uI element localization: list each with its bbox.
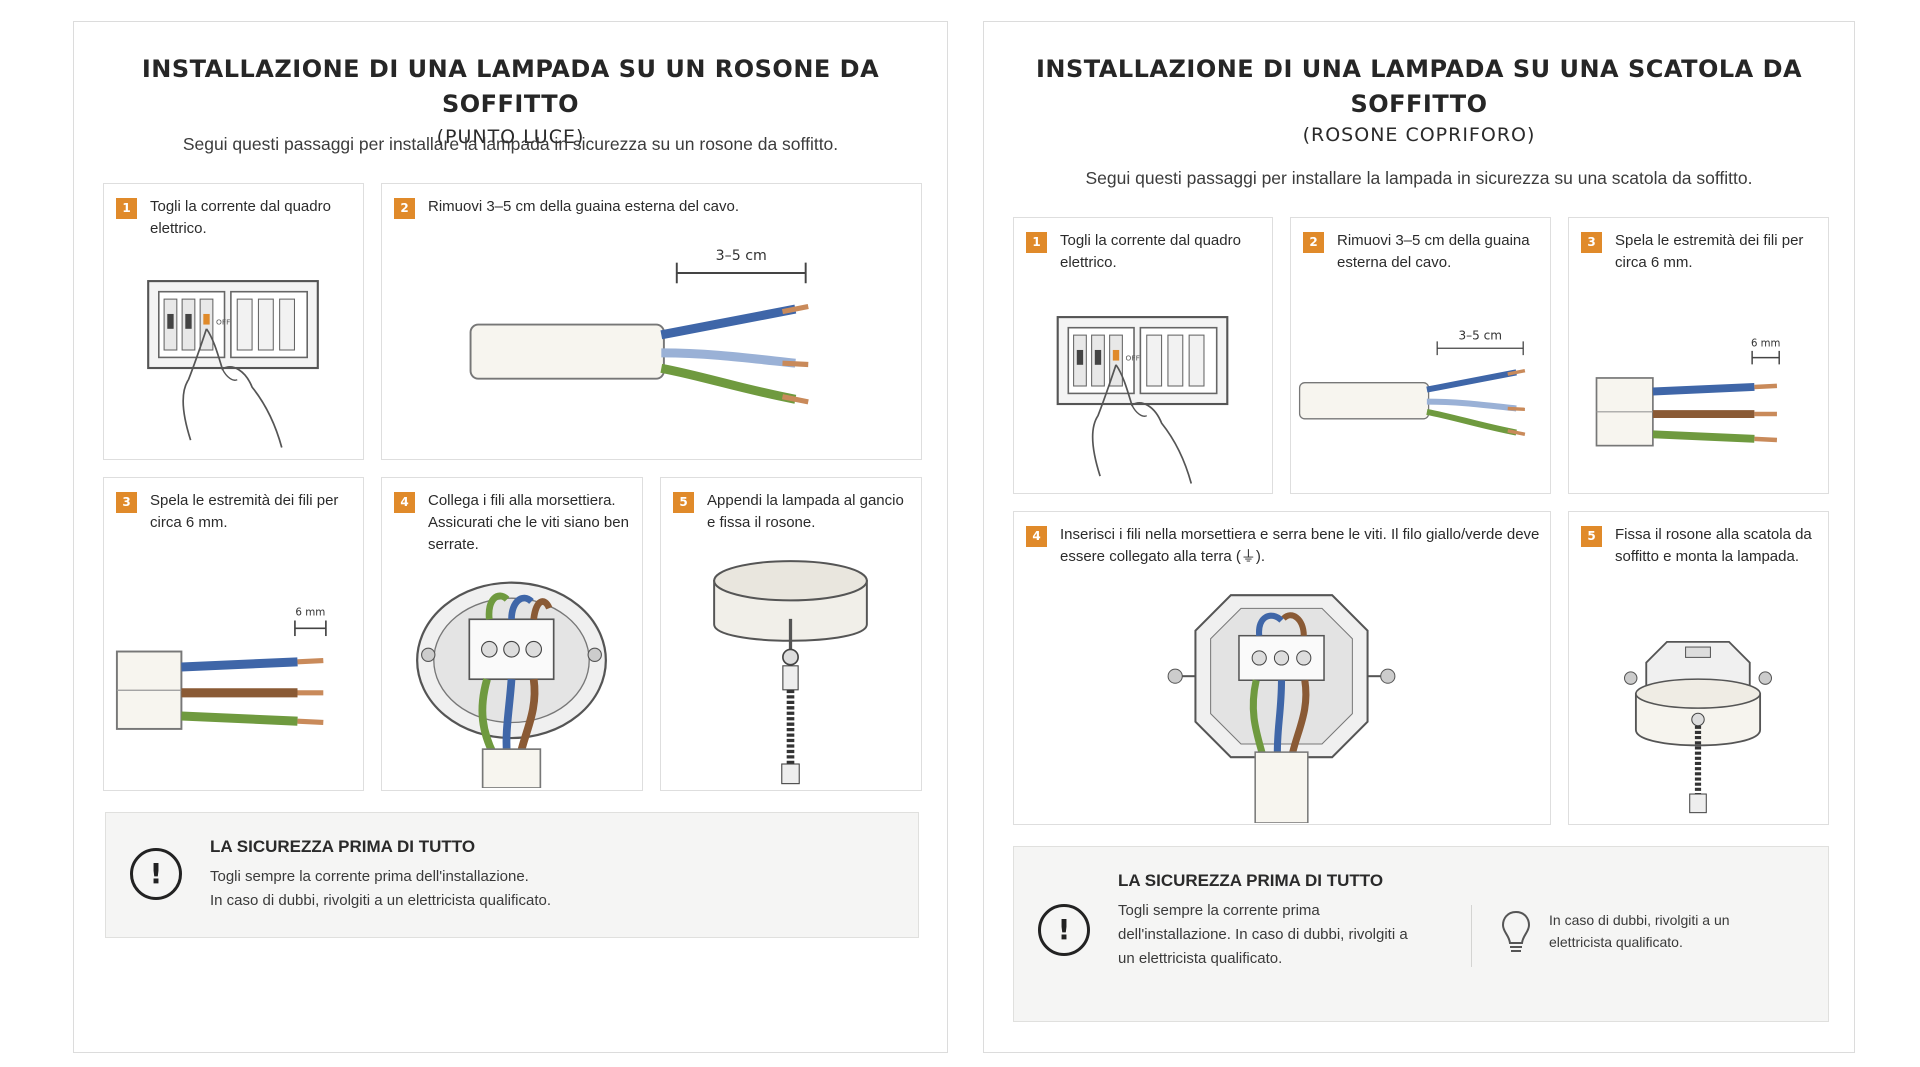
safety-text: Togli sempre la corrente prima dell'inst… — [1118, 902, 1408, 967]
right-guide-panel: INSTALLAZIONE DI UNA LAMPADA SU UNA SCAT… — [983, 21, 1855, 1053]
wire-ends-icon: 6 mm — [104, 546, 363, 790]
right-header: INSTALLAZIONE DI UNA LAMPADA SU UNA SCAT… — [984, 52, 1854, 150]
safety-title: LA SICUREZZA PRIMA DI TUTTO — [1118, 871, 1384, 890]
left-step-4-card: 4 Collega i fili alla morsettiera. Assicu… — [381, 477, 643, 791]
right-intro: Segui questi passaggi per installare la … — [1085, 168, 1753, 188]
left-safety-box: ! LA SICUREZZA PRIMA DI TUTTO Togli semp… — [105, 812, 919, 938]
ceiling-rose-icon — [661, 548, 921, 790]
right-title-line-2: SOFFITTO — [1350, 90, 1488, 118]
left-step-5-card: 5 Appendi la lampada al gancio e fissa il… — [660, 477, 922, 791]
step-text: Inserisci i fili nella morsettiera e ser… — [1060, 526, 1540, 565]
safety-line-2: In caso di dubbi, rivolgiti a un elettri… — [210, 892, 552, 909]
left-header: INSTALLAZIONE DI UNA LAMPADA SU UN ROSON… — [74, 52, 947, 152]
safety-title: LA SICUREZZA PRIMA DI TUTTO — [210, 837, 476, 856]
warning-icon: ! — [1038, 904, 1090, 956]
right-step-4-card: 4 Inserisci i fili nella morsettiera e se… — [1013, 511, 1551, 825]
step-text: Rimuovi 3–5 cm della guaina esterna del … — [428, 198, 740, 215]
left-title: INSTALLAZIONE DI UNA LAMPADA SU UN ROSON… — [141, 55, 880, 118]
breaker-panel-icon — [1014, 280, 1272, 493]
safety-line-1: Togli sempre la corrente prima dell'inst… — [210, 868, 529, 885]
step-number: 5 — [673, 492, 694, 513]
step-text: Appendi la lampada al gancio e fissa il … — [707, 492, 904, 531]
step-number: 3 — [116, 492, 137, 513]
right-step-1-card: 1 Togli la corrente dal quadro elettrico. — [1013, 217, 1273, 494]
right-step-2-card: 2 Rimuovi 3–5 cm della guaina esterna del… — [1290, 217, 1551, 494]
cable-strip-icon: 3–5 cm — [382, 224, 921, 459]
box-cover-icon — [1569, 616, 1828, 824]
step-text: Collega i fili alla morsettiera. Assicur… — [428, 492, 629, 553]
step-number: 1 — [116, 198, 137, 219]
left-intro: Segui questi passaggi per installare la … — [182, 134, 839, 154]
safety-tip: In caso di dubbi, rivolgiti a un elettri… — [1549, 912, 1730, 950]
measure-label: 6 mm — [295, 606, 325, 618]
left-guide-panel: INSTALLAZIONE DI UNA LAMPADA SU UN ROSON… — [73, 21, 948, 1053]
breaker-panel-icon — [104, 244, 363, 459]
right-title-line-1: INSTALLAZIONE DI UNA LAMPADA SU UNA SCAT… — [1035, 55, 1803, 83]
left-step-2-card: 2 Rimuovi 3–5 cm della guaina esterna del… — [381, 183, 922, 460]
step-number: 5 — [1581, 526, 1602, 547]
right-step-3-card: 3 Spela le estremità dei fili per circa 6… — [1568, 217, 1829, 494]
step-text: Togli la corrente dal quadro elettrico. — [150, 198, 331, 237]
left-subtitle: (PUNTO LUCE) — [436, 126, 585, 148]
step-text: Spela le estremità dei fili per circa 6 … — [1615, 232, 1804, 271]
right-safety-box: ! LA SICUREZZA PRIMA DI TUTTO Togli semp… — [1013, 846, 1829, 1022]
measure-label: 6 mm — [1751, 338, 1781, 349]
cable-strip-icon: 3–5 cm — [1291, 293, 1550, 493]
warning-icon: ! — [130, 848, 182, 900]
step-number: 1 — [1026, 232, 1047, 253]
left-step-3-card: 3 Spela le estremità dei fili per circa 6… — [103, 477, 364, 791]
step-number: 2 — [394, 198, 415, 219]
junction-box-icon — [1014, 580, 1550, 824]
divider — [1471, 905, 1472, 967]
wire-ends-icon: 6 mm — [1569, 290, 1828, 493]
step-text: Spela le estremità dei fili per circa 6 … — [150, 492, 339, 531]
right-subtitle: (ROSONE COPRIFORO) — [1302, 124, 1536, 146]
left-step-1-card: 1 Togli la corrente dal quadro elettrico. — [103, 183, 364, 460]
step-number: 3 — [1581, 232, 1602, 253]
step-number: 4 — [394, 492, 415, 513]
step-number: 2 — [1303, 232, 1324, 253]
lightbulb-icon — [1500, 909, 1532, 962]
step-text: Togli la corrente dal quadro elettrico. — [1060, 232, 1241, 271]
step-text: Rimuovi 3–5 cm della guaina esterna del … — [1337, 232, 1530, 271]
measure-label: 3–5 cm — [1458, 329, 1501, 343]
measure-label: 3–5 cm — [716, 248, 767, 264]
step-number: 4 — [1026, 526, 1047, 547]
right-step-5-card: 5 Fissa il rosone alla scatola da soffitt… — [1568, 511, 1829, 825]
step-text: Fissa il rosone alla scatola da soffitto… — [1615, 526, 1812, 565]
terminal-block-icon — [382, 566, 642, 790]
